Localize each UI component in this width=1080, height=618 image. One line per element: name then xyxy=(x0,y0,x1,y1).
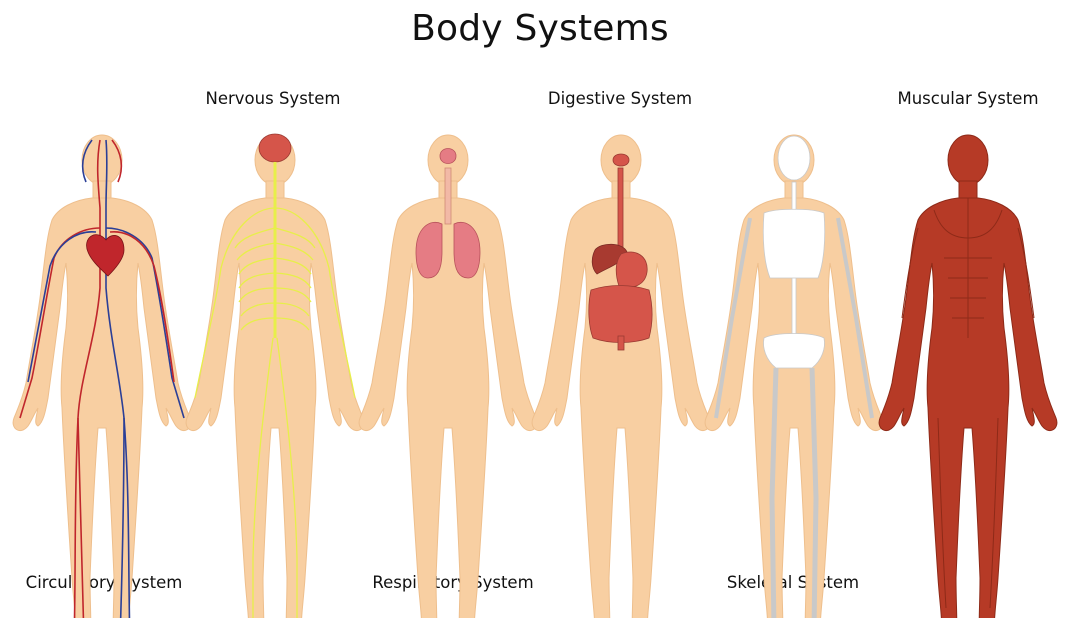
figure-nervous xyxy=(185,133,365,618)
label-digestive-system: Digestive System xyxy=(547,89,693,108)
liver-icon xyxy=(591,243,628,275)
left-lung-icon xyxy=(415,222,443,279)
figure-circulatory xyxy=(12,134,192,618)
diagram-title: Body Systems xyxy=(411,8,669,49)
label-muscular-system: Muscular System xyxy=(897,89,1039,108)
label-respiratory-system: Respiratory System xyxy=(372,573,534,592)
intestines-icon xyxy=(588,285,653,343)
rectum-icon xyxy=(617,335,625,351)
ribcage xyxy=(762,208,826,279)
esophagus-icon xyxy=(617,167,624,255)
brain-icon xyxy=(258,133,292,163)
mouth-icon xyxy=(612,153,630,167)
figure-digestive xyxy=(531,134,711,618)
blood-vessels xyxy=(19,139,185,618)
skull-icon xyxy=(777,135,811,181)
left-leg-bones xyxy=(769,367,779,618)
right-lung-icon xyxy=(453,222,481,279)
heart-icon xyxy=(86,234,125,277)
left-arm-bones xyxy=(714,217,752,419)
trachea-icon xyxy=(444,167,452,225)
figure-respiratory xyxy=(358,134,538,618)
label-nervous-system: Nervous System xyxy=(205,89,341,108)
muscle-lines xyxy=(901,198,1035,609)
label-skeletal-system: Skeletal System xyxy=(726,573,860,592)
figure-skeletal xyxy=(704,134,884,618)
nerves xyxy=(194,162,356,618)
nasal-cavity-icon xyxy=(439,148,457,164)
stomach-icon xyxy=(615,251,648,288)
skeleton xyxy=(714,135,874,618)
right-arm-bones xyxy=(836,217,874,419)
right-leg-bones xyxy=(809,367,819,618)
figure-muscular xyxy=(878,134,1058,618)
label-circulatory-system: Circulatory System xyxy=(25,573,183,592)
pelvis xyxy=(763,333,825,369)
